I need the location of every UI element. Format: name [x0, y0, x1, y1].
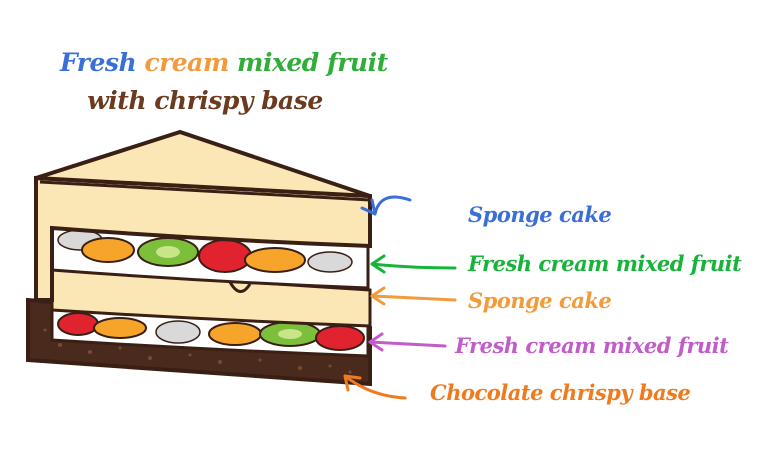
title-word-fresh: Fresh	[60, 48, 137, 77]
title-word-mixed-fruit: mixed fruit	[237, 48, 388, 77]
arrow-sponge-cake-top	[373, 195, 412, 216]
diagram-title-line-1: Fresh cream mixed fruit	[60, 48, 388, 77]
arrow-fresh-cream-top	[370, 262, 457, 270]
label-fresh-cream-mixed-fruit-top: Fresh cream mixed fruit	[468, 251, 742, 276]
title-word-cream: cream	[144, 48, 229, 77]
arrow-chocolate-base	[343, 374, 407, 400]
callout-arrows	[343, 195, 457, 400]
diagram-title-line-2: with chrispy base	[87, 86, 323, 115]
top-sponge-layer	[34, 129, 372, 302]
label-chocolate-chrispy-base: Chocolate chrispy base	[430, 380, 691, 405]
label-sponge-cake-top: Sponge cake	[468, 202, 612, 227]
arrow-fresh-cream-bottom	[368, 340, 447, 348]
label-sponge-cake-middle: Sponge cake	[468, 288, 612, 313]
label-fresh-cream-mixed-fruit-bottom: Fresh cream mixed fruit	[455, 333, 729, 358]
arrow-sponge-cake-middle	[370, 294, 457, 302]
